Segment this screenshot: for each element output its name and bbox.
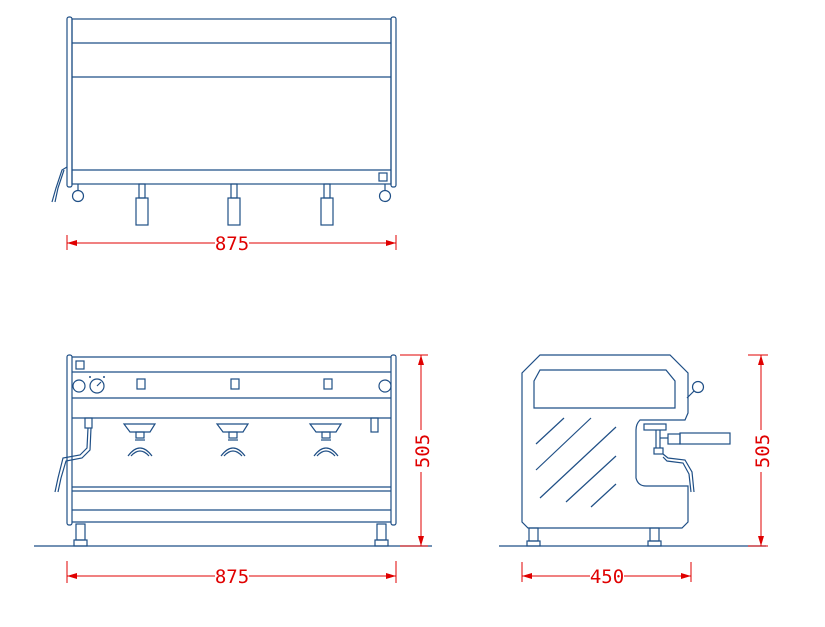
side-height-dimension: 505 [748, 354, 774, 547]
front-height-label: 505 [412, 434, 434, 468]
front-width-dimension: 875 [66, 561, 397, 588]
top-width-label: 875 [215, 233, 249, 255]
front-height-dimension: 505 [400, 354, 434, 547]
top-view [51, 16, 397, 226]
side-height-label: 505 [752, 434, 774, 468]
side-view [499, 354, 766, 547]
side-width-label: 450 [590, 566, 624, 588]
top-width-dimension: 875 [66, 233, 397, 255]
side-width-dimension: 450 [521, 562, 692, 588]
front-view [34, 354, 432, 547]
front-width-label: 875 [215, 566, 249, 588]
